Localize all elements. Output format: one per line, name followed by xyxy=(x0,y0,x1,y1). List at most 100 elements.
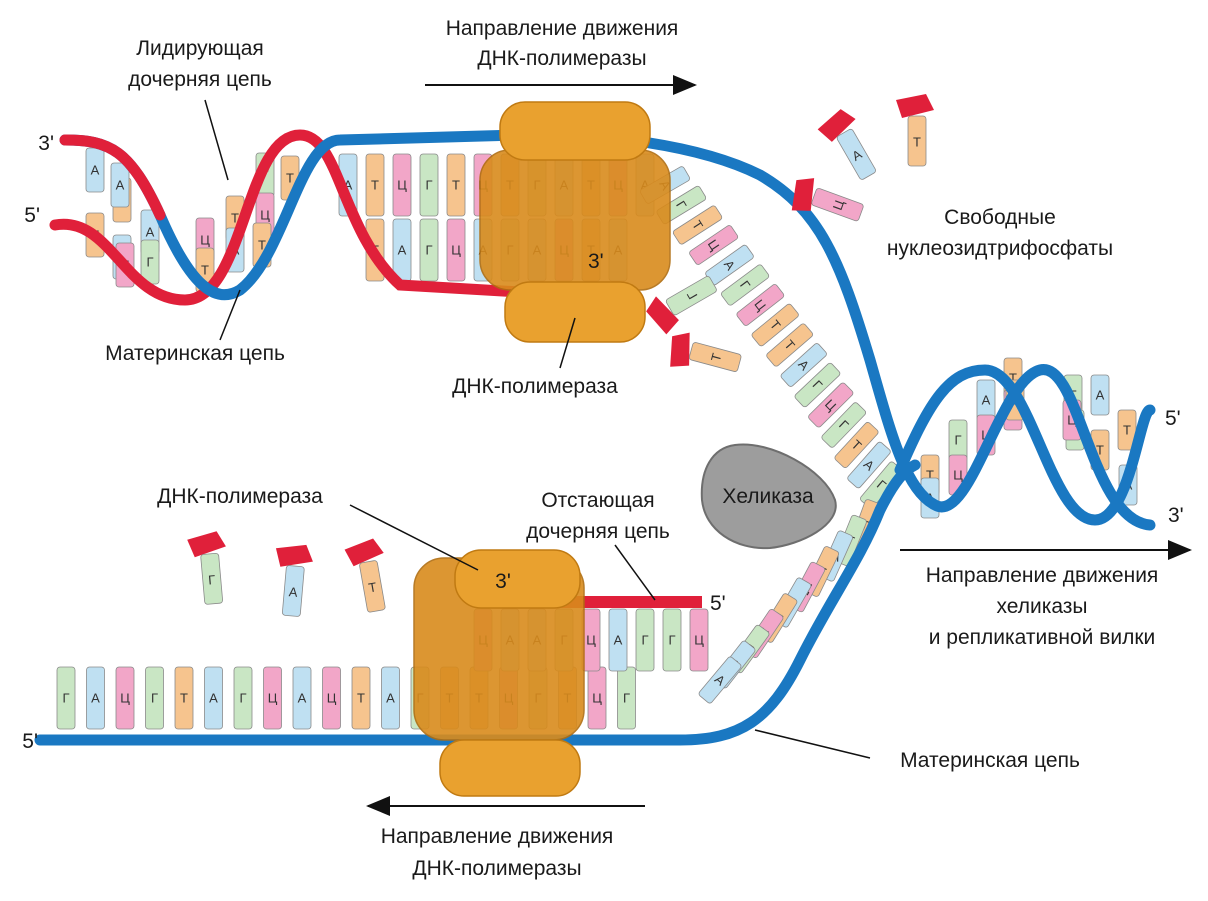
helicase-direction-label-3: и репликативной вилки xyxy=(929,626,1156,649)
end-5-right: 5' xyxy=(1165,407,1181,430)
base-bottom_strand-6: Г xyxy=(233,666,253,730)
polymerase-bottom-label: ДНК-полимераза xyxy=(157,485,323,508)
base-fork_upper-3: Ц xyxy=(689,225,739,265)
bottom-direction-label-1: Направление движения xyxy=(381,825,614,848)
free-nucleotide-free_bottom-2: Т xyxy=(344,538,386,613)
base-bottom_strand-19: Г xyxy=(617,666,636,730)
base-letter: Г xyxy=(151,691,158,706)
free-nucleotide-free_top-0: А xyxy=(817,109,876,180)
base-fork_upper-12: Г xyxy=(821,402,867,448)
base-letter: Т xyxy=(180,691,188,706)
maternal-bottom-leader xyxy=(754,729,871,759)
end-5-bottom-left: 5' xyxy=(22,730,38,753)
base-top_duplex_lower-1: А xyxy=(392,218,412,282)
base-letter: А xyxy=(386,691,395,706)
end-3-right: 3' xyxy=(1168,504,1184,527)
base-letter: Т xyxy=(231,211,239,226)
base-fork_upper-5: Г xyxy=(721,264,770,306)
base-bottom_strand-4: Т xyxy=(174,666,194,730)
base-letter: А xyxy=(91,691,100,706)
base-letter: Ц xyxy=(120,691,130,706)
end-3-lagging-polymerase: 3' xyxy=(495,570,511,593)
leading-daughter-strand xyxy=(49,129,526,306)
base-bottom_strand-3: Г xyxy=(145,666,164,730)
maternal-strand-top xyxy=(59,129,1156,531)
free-nucleotide-free_bottom-0: Г xyxy=(187,531,226,605)
base-letter: Ц xyxy=(1067,413,1077,428)
maternal-strand-bottom xyxy=(34,459,921,746)
polymerase-top-label: ДНК-полимераза xyxy=(452,375,618,398)
base-letter: Т xyxy=(286,171,294,186)
helicase-shape xyxy=(700,443,837,550)
base-letter: Г xyxy=(668,633,675,648)
maternal-bottom-label: Материнская цепь xyxy=(900,749,1080,772)
base-letter: А xyxy=(116,178,125,193)
triphosphate-head xyxy=(275,544,313,567)
polymerase-bottom-leader xyxy=(349,504,479,571)
base-letter: А xyxy=(982,393,991,408)
base-letter: Т xyxy=(913,135,921,150)
base-letter: Ц xyxy=(397,178,407,193)
top-direction-label-1: Направление движения xyxy=(446,17,679,40)
base-letter: А xyxy=(146,225,155,240)
base-fork_upper-14: А xyxy=(847,441,891,489)
base-right_helix-2: Г xyxy=(948,419,968,461)
base-top_duplex_upper-2: Ц xyxy=(392,153,412,217)
lagging-leader xyxy=(614,544,656,601)
leading-label-1: Лидирующая xyxy=(136,37,264,60)
base-bottom_strand-18: Ц xyxy=(587,666,607,730)
base-left_helix-13: А xyxy=(110,162,130,208)
base-letter: Г xyxy=(623,691,630,706)
base-letter: А xyxy=(209,691,218,706)
free-nucleotide-free_top-1: Т xyxy=(896,94,934,167)
base-fork_upper-7: Т xyxy=(751,303,799,347)
base-letter: Г xyxy=(954,433,961,448)
base-top_duplex_lower-3: Ц xyxy=(446,218,466,282)
base-bottom_strand-0: Г xyxy=(56,666,76,730)
base-letter: Ц xyxy=(586,633,596,648)
base-fork_upper-11: Ц xyxy=(808,382,854,428)
helicase-direction-label-2: хеликазы xyxy=(996,595,1087,618)
triphosphate-head xyxy=(187,531,226,558)
triphosphate-head xyxy=(817,109,856,142)
base-lagging_strand-5: А xyxy=(608,608,628,672)
base-fork_upper-10: Г xyxy=(794,362,841,408)
base-bottom_strand-10: Т xyxy=(351,666,371,730)
base-letter: А xyxy=(91,163,100,178)
free-nucleotide-free_bottom-1: А xyxy=(275,544,313,617)
base-letter: Ц xyxy=(451,243,461,258)
base-fork_upper-8: Т xyxy=(766,323,814,367)
base-letter: Г xyxy=(425,243,432,258)
leading-strand-leader xyxy=(204,99,229,181)
base-letter: Т xyxy=(1009,371,1017,386)
base-letter: Ц xyxy=(592,691,602,706)
triphosphate-head xyxy=(791,178,815,211)
lagging-label-2: дочерняя цепь xyxy=(526,520,670,543)
maternal-top-leader xyxy=(219,289,241,341)
free-nucleotides-label-1: Свободные xyxy=(944,206,1056,229)
base-bottom_strand-8: А xyxy=(292,666,312,730)
base-letter: А xyxy=(288,584,298,600)
base-bottom_strand-2: Ц xyxy=(115,666,135,730)
end-5-top-left: 5' xyxy=(24,204,40,227)
base-letter: Ц xyxy=(694,633,704,648)
base-lagging_strand-6: Г xyxy=(635,608,655,672)
base-letter: Т xyxy=(926,468,934,483)
base-fork_upper-2: Т xyxy=(672,205,723,245)
polymerase-top-leader xyxy=(559,317,576,369)
base-letter: Г xyxy=(425,178,432,193)
free-nucleotides-label-2: нуклеозидтрифосфаты xyxy=(887,237,1113,260)
base-bottom_strand-5: А xyxy=(204,666,223,730)
base-letter: Ц xyxy=(953,468,963,483)
base-letter: Ц xyxy=(327,691,337,706)
triphosphate-head xyxy=(344,538,384,567)
free-nucleotide-free_top-3: Г xyxy=(646,276,717,335)
base-fork_upper-6: Ц xyxy=(736,284,785,326)
base-lagging_strand-7: Г xyxy=(662,608,682,672)
base-letter: Т xyxy=(371,178,379,193)
base-letter: А xyxy=(1096,388,1105,403)
base-letter: Т xyxy=(357,691,365,706)
free-nucleotide-free_top-2: Ц xyxy=(791,178,864,222)
